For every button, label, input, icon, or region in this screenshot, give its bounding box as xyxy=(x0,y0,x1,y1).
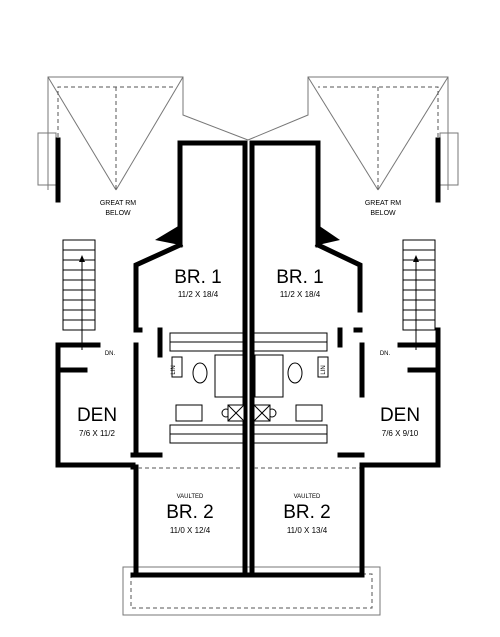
vaulted-note-right: VAULTED xyxy=(294,494,321,500)
roof-outline-right xyxy=(247,76,459,200)
room-dim-den-left: 7/6 X 11/2 xyxy=(79,429,115,438)
roof-outline-left xyxy=(37,76,249,200)
room-dim-br1-right: 11/2 X 18/4 xyxy=(280,290,321,299)
room-dim-den-right: 7/6 X 9/10 xyxy=(382,429,419,438)
stair-down-label-left: DN. xyxy=(105,351,116,357)
room-dim-br2-left: 11/0 X 12/4 xyxy=(170,526,211,535)
walls-right-unit xyxy=(249,137,441,578)
closets-left xyxy=(169,332,246,444)
stair-down-label-right: DN. xyxy=(380,351,391,357)
room-name-br2-left: BR. 2 xyxy=(166,502,214,523)
great-room-label-line1-right: GREAT RM xyxy=(365,200,401,207)
room-name-den-left: DEN xyxy=(77,405,117,426)
linen-label-left: LIN xyxy=(171,365,177,374)
room-name-br1-right: BR. 1 xyxy=(276,267,324,288)
closets-right xyxy=(251,332,329,444)
great-room-label-line2-right: BELOW xyxy=(370,210,396,217)
room-name-br1-left: BR. 1 xyxy=(174,267,222,288)
stair-right xyxy=(402,239,436,350)
stair-left xyxy=(62,239,96,350)
great-room-label-line1-left: GREAT RM xyxy=(100,200,136,207)
walls-left-unit xyxy=(55,137,251,578)
room-dim-br1-left: 11/2 X 18/4 xyxy=(178,290,219,299)
linen-label-right: LIN xyxy=(321,365,327,374)
vaulted-note-left: VAULTED xyxy=(177,494,204,500)
great-room-label-line2-left: BELOW xyxy=(105,210,131,217)
room-dim-br2-right: 11/0 X 13/4 xyxy=(287,526,328,535)
room-name-den-right: DEN xyxy=(380,405,420,426)
room-name-br2-right: BR. 2 xyxy=(283,502,331,523)
